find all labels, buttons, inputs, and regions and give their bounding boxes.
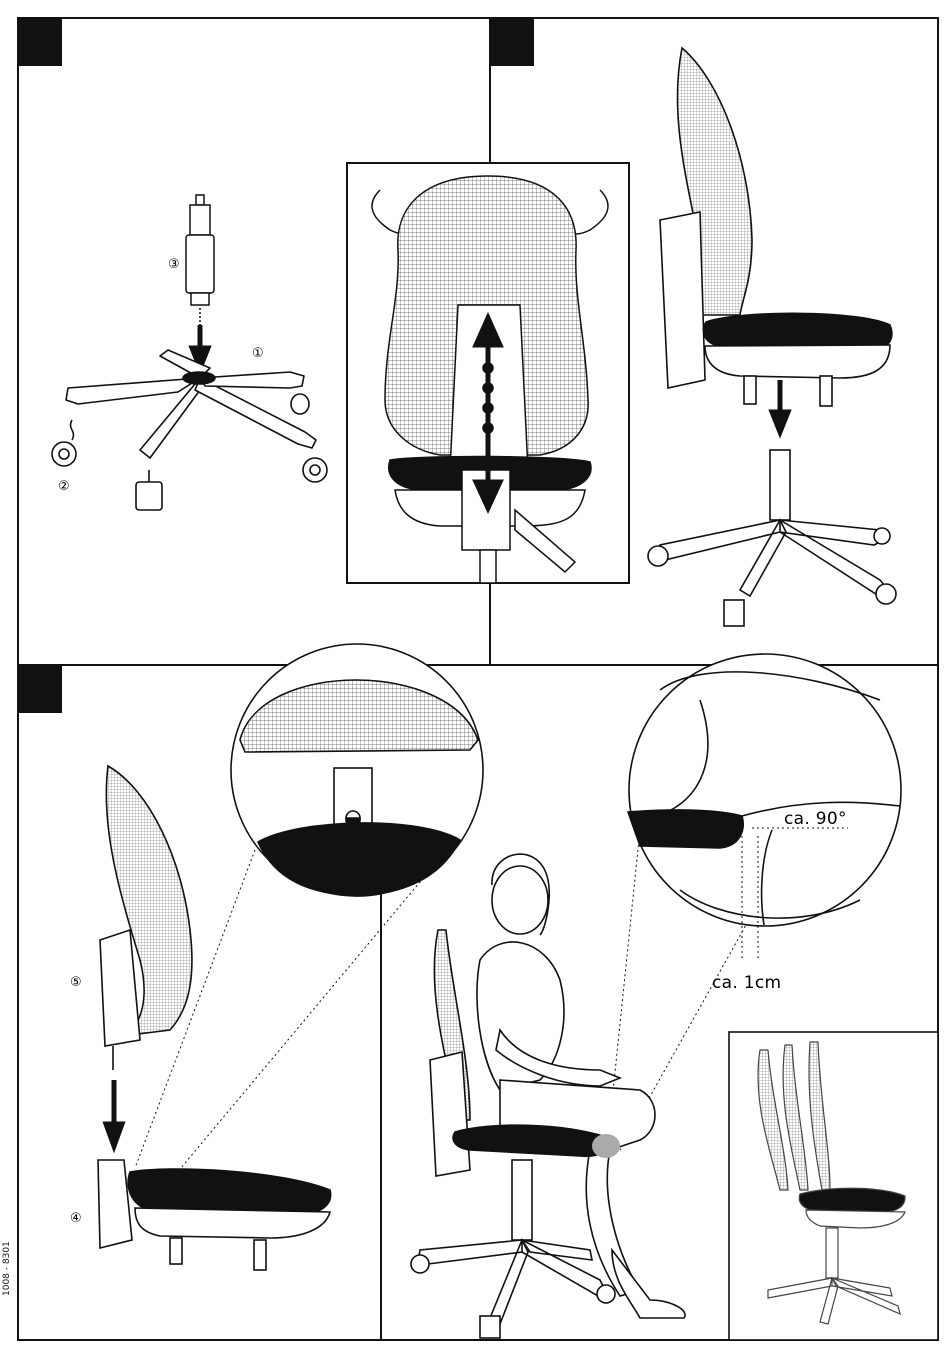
label-base: ① <box>252 346 264 361</box>
label-casters: ② <box>58 479 70 494</box>
seated-person-illustration <box>411 854 685 1338</box>
step-marker-2 <box>490 18 534 66</box>
annotation-angle: ca. 90° <box>784 809 847 829</box>
knee-clearance-detail-circle <box>628 654 901 958</box>
connection-detail-circle <box>231 644 483 896</box>
base-illustration <box>66 350 316 458</box>
caster-wheels <box>52 394 327 510</box>
label-backrest: ⑤ <box>70 975 82 990</box>
seat-on-base-illustration <box>648 48 896 626</box>
annotation-distance: ca. 1cm <box>712 973 781 993</box>
insert-arrow-3 <box>106 1080 122 1146</box>
step-marker-3 <box>18 665 62 713</box>
step-marker-1 <box>18 18 62 66</box>
insert-arrow-2 <box>772 380 788 432</box>
label-gas-spring: ③ <box>168 257 180 272</box>
gas-spring-illustration <box>186 195 214 335</box>
document-code: 1008 - 8301 <box>2 1241 12 1296</box>
label-seat: ④ <box>70 1211 82 1226</box>
